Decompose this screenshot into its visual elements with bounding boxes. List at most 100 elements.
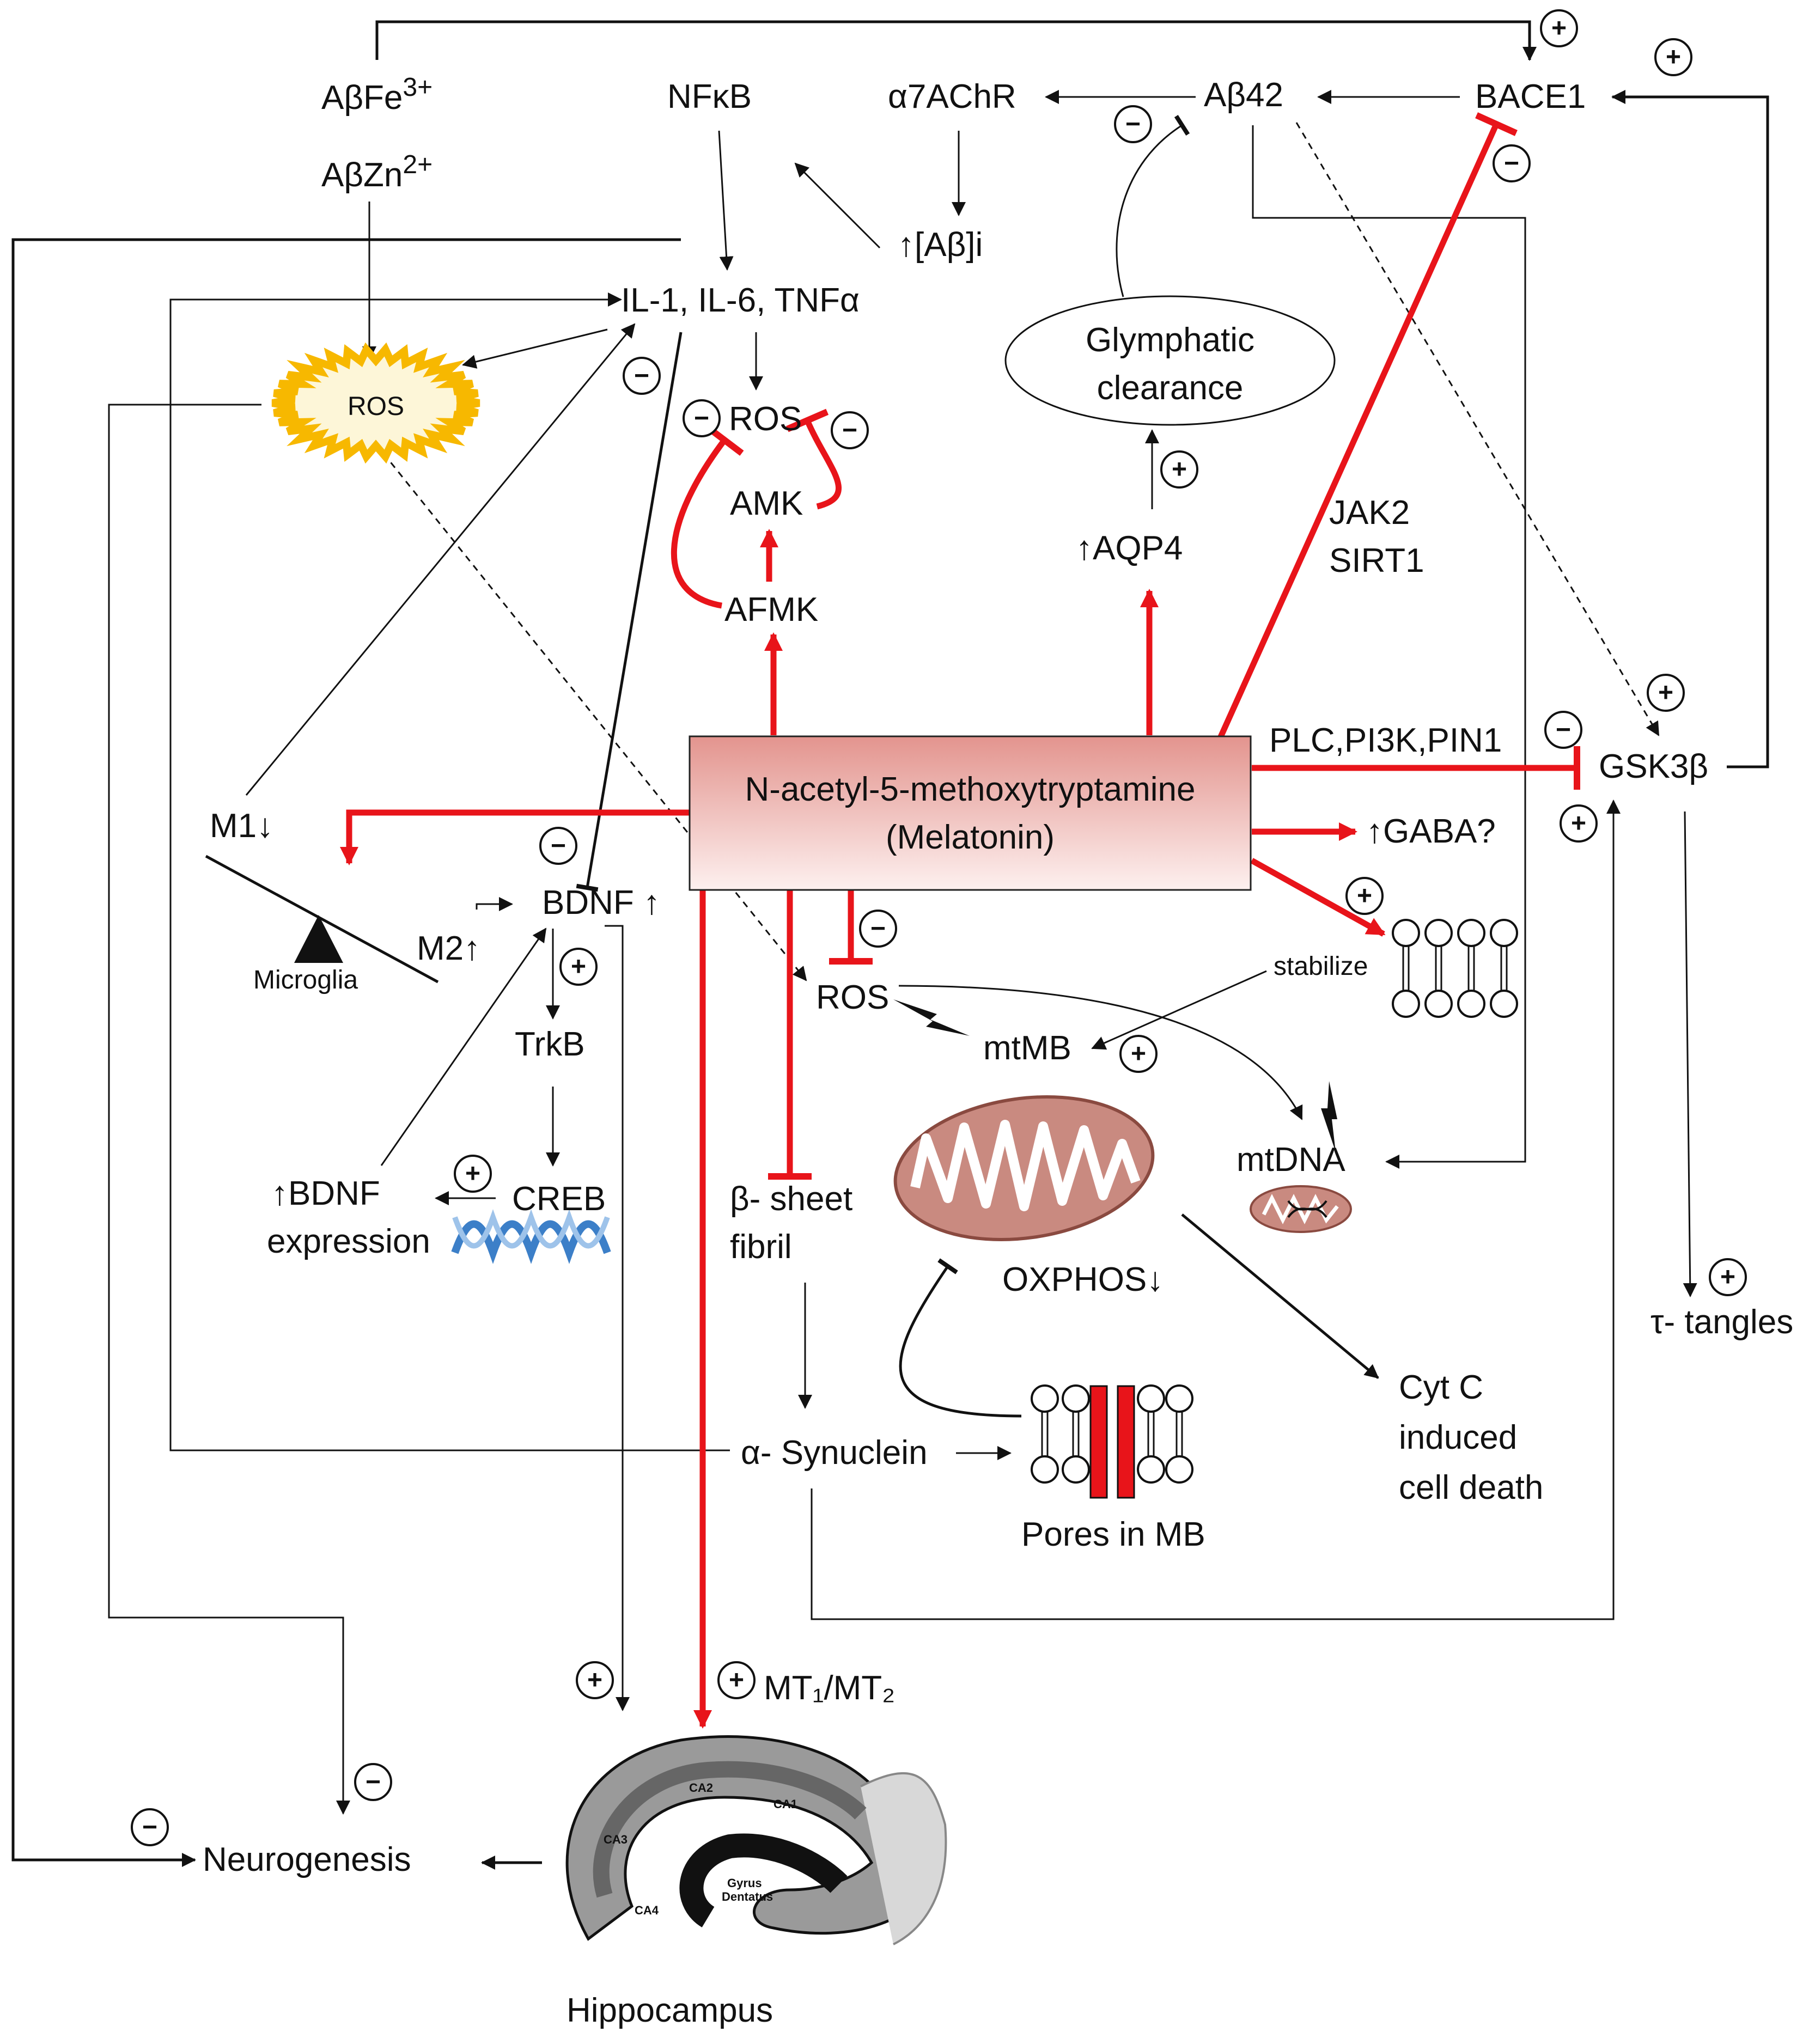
minus-sign-icon: −	[1544, 711, 1582, 749]
cytc-label-1: Cyt C	[1399, 1369, 1483, 1406]
membrane-pores	[1031, 1384, 1193, 1499]
beta-sheet-label-2: fibril	[730, 1228, 792, 1266]
minus-sign-icon: −	[354, 1763, 392, 1801]
aqp4-label: ↑AQP4	[1076, 529, 1183, 567]
svg-text:+: +	[1571, 809, 1586, 838]
hippocampus-region-ca3: CA3	[604, 1833, 628, 1846]
minus-sign-icon: −	[683, 399, 721, 437]
mt1-mt2-label: MT₁/MT₂	[764, 1669, 895, 1707]
ros-top-label: ROS	[729, 400, 802, 438]
plus-sign-icon: +	[1654, 38, 1692, 76]
minus-sign-icon: −	[1493, 144, 1531, 182]
ab42-label: Aβ42	[1204, 76, 1283, 114]
abi-label: ↑[Aβ]i	[898, 226, 983, 264]
svg-text:−: −	[142, 1813, 157, 1842]
hippocampus-region-dentatus: Dentatus	[722, 1890, 773, 1903]
dna-helix-icon	[451, 1209, 611, 1264]
hippocampus-region-gyrus: Gyrus	[727, 1876, 762, 1890]
damage-lightning-icons	[893, 999, 1337, 1152]
plus-sign-icon: +	[1709, 1258, 1747, 1296]
plus-sign-icon: +	[454, 1155, 492, 1193]
abfe-label: AβFe3+	[321, 73, 433, 117]
svg-text:+: +	[587, 1666, 602, 1695]
hippocampus-label: Hippocampus	[567, 1992, 773, 2029]
plus-sign-icon: +	[1647, 674, 1685, 712]
svg-text:−: −	[551, 832, 566, 861]
cytc-label-2: induced	[1399, 1419, 1517, 1456]
bdnf-expression-label-2: expression	[267, 1223, 430, 1260]
a7achr-label: α7AChR	[888, 78, 1016, 115]
melatonin-common-name: (Melatonin)	[886, 819, 1055, 856]
plus-sign-icon: +	[559, 948, 598, 986]
hippocampus-region-ca4: CA4	[635, 1903, 659, 1917]
sirt1-label: SIRT1	[1329, 542, 1424, 579]
lipid-membrane-stabilized	[1392, 919, 1518, 1018]
microglia-label: Microglia	[253, 966, 358, 994]
gsk3b-label: GSK3β	[1599, 748, 1708, 785]
beta-sheet-label-1: β- sheet	[730, 1180, 852, 1218]
abzn-label: AβZn2+	[321, 150, 433, 194]
m1-label: M1↓	[210, 807, 273, 845]
creb-label: CREB	[512, 1180, 606, 1218]
hippocampus-region-ca1: CA1	[773, 1797, 797, 1811]
mitochondrion-large	[893, 1095, 1155, 1242]
glymphatic-label-2: clearance	[1097, 369, 1244, 407]
jak2-label: JAK2	[1329, 494, 1410, 532]
node-labels: AβFe3+ AβZn2+ NFκB α7AChR Aβ42 BACE1 ↑[A…	[203, 73, 1793, 2029]
melatonin-box: N-acetyl-5-methoxytryptamine (Melatonin)	[689, 735, 1252, 891]
svg-text:−: −	[366, 1768, 381, 1797]
plus-sign-icon: +	[1345, 877, 1384, 915]
lightning-icon	[1321, 1081, 1337, 1152]
ros-burst-label: ROS	[348, 392, 404, 421]
plus-sign-icon: +	[1119, 1035, 1158, 1073]
microglia-seesaw	[205, 855, 439, 984]
svg-text:−: −	[870, 914, 886, 943]
plc-pi3k-pin1-label: PLC,PI3K,PIN1	[1269, 722, 1502, 759]
lightning-icon	[893, 999, 970, 1036]
cytokines-label: IL-1, IL-6, TNFα	[621, 282, 860, 319]
svg-text:−: −	[1125, 110, 1141, 139]
svg-text:−: −	[1504, 149, 1519, 178]
oxphos-label: OXPHOS↓	[1002, 1261, 1164, 1298]
bdnf-expression-label-1: ↑BDNF	[271, 1175, 380, 1212]
glymphatic-clearance: Glymphatic clearance	[1004, 295, 1336, 426]
afmk-label: AFMK	[724, 591, 818, 629]
svg-text:+: +	[1131, 1040, 1146, 1069]
mitochondrion-small	[1250, 1185, 1352, 1233]
mtmb-label: mtMB	[983, 1029, 1071, 1067]
red-connectors	[340, 112, 1580, 1729]
m2-label: M2↑	[417, 930, 480, 967]
gaba-label: ↑GABA?	[1366, 813, 1496, 850]
black-connectors	[11, 20, 1769, 1870]
tau-tangles-label: τ- tangles	[1650, 1303, 1793, 1341]
hippocampus-image: CA2 CA1 CA3 CA4 Gyrus Dentatus	[565, 1735, 947, 1945]
minus-sign-icon: −	[539, 827, 577, 865]
synuclein-label: α- Synuclein	[741, 1434, 928, 1472]
svg-text:+: +	[1551, 14, 1567, 43]
svg-text:+: +	[1172, 455, 1187, 484]
glymphatic-label-1: Glymphatic	[1086, 321, 1254, 359]
neurogenesis-label: Neurogenesis	[203, 1841, 411, 1878]
ros-mid-label: ROS	[816, 979, 889, 1016]
plus-sign-icon: +	[1540, 9, 1578, 47]
minus-sign-icon: −	[131, 1808, 169, 1846]
plus-sign-icon: +	[1160, 450, 1198, 489]
bace1-label: BACE1	[1475, 78, 1586, 115]
minus-sign-icon: −	[831, 411, 869, 449]
stabilize-label: stabilize	[1274, 952, 1368, 981]
hippocampus-region-ca2: CA2	[689, 1781, 713, 1795]
svg-text:+: +	[1666, 43, 1681, 72]
minus-sign-icon: −	[623, 357, 661, 395]
sign-markers: + + − − − − − + + − + − + − + + + + + + …	[131, 9, 1747, 1846]
melatonin-name: N-acetyl-5-methoxytryptamine	[745, 771, 1196, 808]
plus-sign-icon: +	[576, 1661, 614, 1699]
bdnf-label: BDNF ↑	[542, 884, 660, 922]
minus-sign-icon: −	[859, 910, 897, 948]
plus-sign-icon: +	[1560, 804, 1598, 843]
trkb-label: TrkB	[515, 1026, 585, 1063]
svg-text:+: +	[729, 1666, 744, 1695]
cytc-label-3: cell death	[1399, 1469, 1543, 1506]
mtdna-label: mtDNA	[1237, 1141, 1345, 1179]
svg-text:−: −	[1556, 716, 1571, 745]
